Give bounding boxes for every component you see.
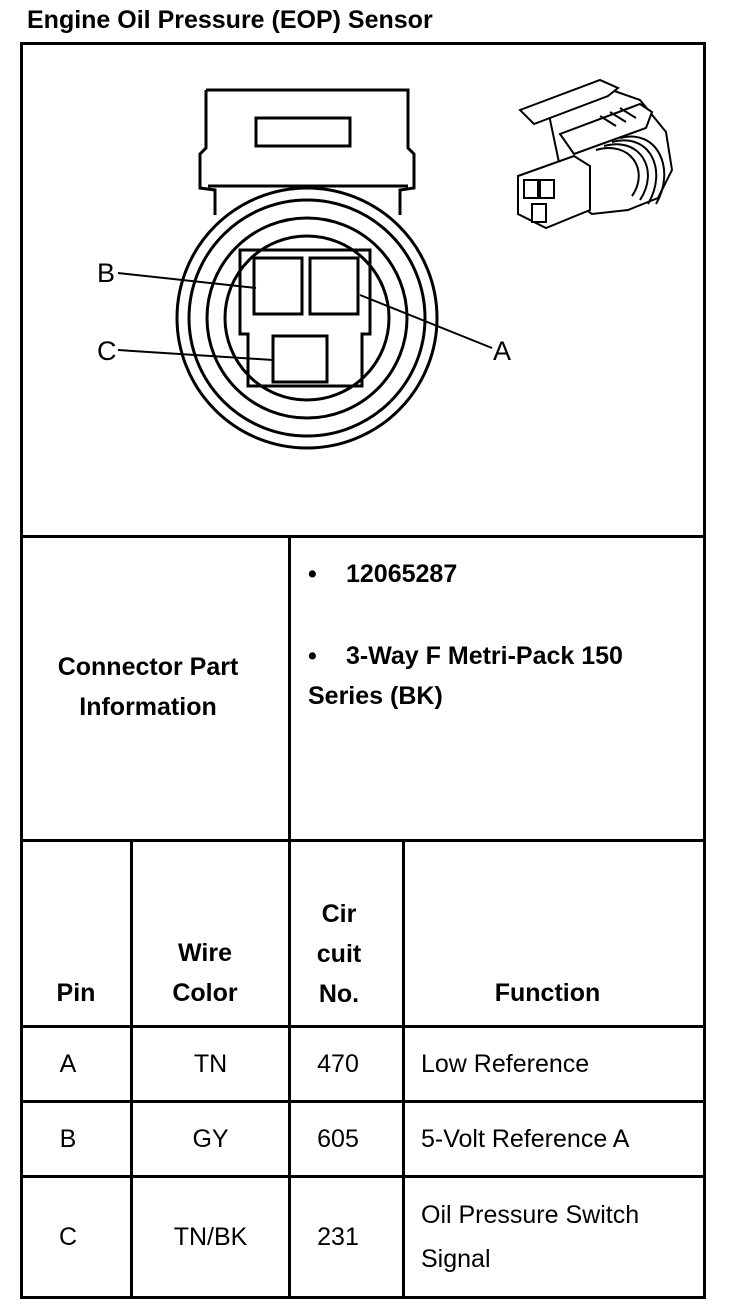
- connector-housing: [198, 88, 416, 215]
- divider-row-b: [20, 1175, 706, 1178]
- row-a-circuit: 470: [317, 1049, 359, 1078]
- seal-ring-outer: [175, 186, 439, 450]
- header-wire-color: Wire Color: [172, 939, 238, 1007]
- bullet-icon: •: [308, 560, 317, 588]
- divider-diagram: [20, 535, 706, 538]
- connector-type: 3-Way F Metri-Pack 150 Series (BK): [308, 642, 623, 710]
- row-c-function: Oil Pressure Switch Signal: [421, 1201, 640, 1273]
- row-c-wire-color: TN/BK: [173, 1222, 248, 1251]
- divider-part-info: [20, 839, 706, 842]
- leader-line-b: [117, 272, 257, 289]
- row-b-pin: B: [59, 1124, 77, 1153]
- divider-col-circuit: [402, 840, 405, 1298]
- bullet-connector-type: •3-Way F Metri-Pack 150 Series (BK): [308, 636, 688, 716]
- row-b-circuit: 605: [317, 1124, 359, 1153]
- connector-part-info-heading: Connector Part Information: [57, 653, 239, 721]
- row-a-wire-color: TN: [193, 1049, 228, 1078]
- row-a-function: Low Reference: [421, 1050, 590, 1078]
- divider-col-pin: [130, 840, 133, 1298]
- seal-ring-3: [205, 216, 409, 420]
- connector-3d-view: [517, 78, 674, 230]
- divider-col-wire: [288, 840, 291, 1298]
- row-a-pin: A: [59, 1049, 77, 1078]
- seal-ring-2: [187, 198, 427, 438]
- terminal-cavity: [238, 248, 372, 388]
- pin-label-a: A: [493, 336, 511, 366]
- connector-face-diagram: B C A: [97, 78, 674, 450]
- bullet-part-number: • 12065287: [308, 560, 457, 589]
- row-b-function: 5-Volt Reference A: [421, 1125, 630, 1153]
- leader-line-a: [359, 294, 493, 349]
- header-pin: Pin: [56, 979, 96, 1007]
- leader-line-c: [117, 349, 274, 361]
- terminal-b: [252, 256, 304, 316]
- divider-table-header: [20, 1025, 706, 1028]
- terminal-c: [271, 334, 329, 384]
- pin-label-b: B: [97, 258, 115, 288]
- divider-part-info-col: [288, 537, 291, 841]
- header-function: Function: [494, 979, 601, 1007]
- header-circuit-no: Cir cuit No.: [316, 900, 362, 1008]
- row-b-wire-color: GY: [192, 1124, 229, 1153]
- bullet-icon: •: [308, 642, 317, 670]
- part-number: 12065287: [346, 560, 458, 588]
- connector-latch: [254, 116, 352, 148]
- row-c-pin: C: [58, 1222, 78, 1251]
- page-title: Engine Oil Pressure (EOP) Sensor: [27, 6, 433, 34]
- seal-ring-inner: [223, 234, 391, 402]
- pin-label-c: C: [97, 336, 117, 366]
- connector-frame: [20, 42, 706, 1299]
- divider-row-a: [20, 1100, 706, 1103]
- row-c-circuit: 231: [317, 1222, 359, 1251]
- terminal-a: [308, 256, 360, 316]
